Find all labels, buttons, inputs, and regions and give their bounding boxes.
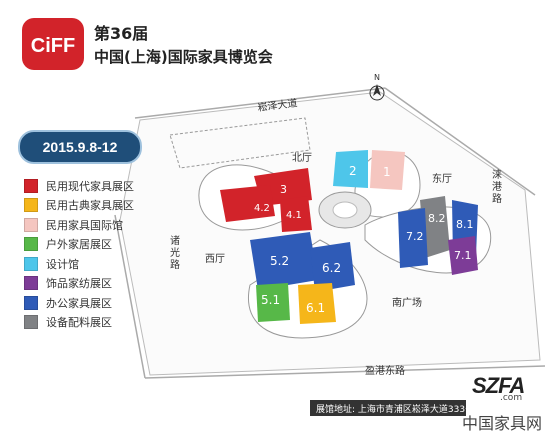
title-event: 中国(上海)国际家具博览会: [94, 48, 273, 66]
hall-label-1: 1: [383, 165, 391, 179]
legend-swatch: [24, 178, 38, 193]
legend-swatch: [24, 217, 38, 232]
legend: 民用现代家具展区 民用古典家具展区 民用家具国际馆 户外家居展区 设计馆 饰品家…: [24, 176, 184, 332]
lobby-south: 南广场: [392, 296, 422, 309]
hall-4-2: [220, 185, 275, 222]
hall-2: [333, 150, 368, 188]
hall-label-6-1: 6.1: [306, 301, 325, 315]
legend-item: 办公家具展区: [24, 293, 184, 313]
grounds-outline: [119, 91, 541, 376]
compass-north-label: N: [374, 73, 380, 82]
hall-label-4-1: 4.1: [286, 210, 302, 221]
legend-label: 设计馆: [46, 257, 79, 271]
legend-label: 办公家具展区: [46, 296, 112, 310]
legend-item: 饰品家纺展区: [24, 274, 184, 294]
hall-label-4-2: 4.2: [254, 203, 270, 214]
lobby-west: 西厅: [205, 254, 225, 265]
hall-label-3: 3: [280, 183, 287, 196]
legend-label: 民用古典家具展区: [46, 199, 134, 213]
legend-swatch: [24, 315, 38, 330]
road-line-bottom: [144, 365, 546, 379]
legend-label: 饰品家纺展区: [46, 277, 112, 291]
hall-label-6-2: 6.2: [322, 261, 341, 275]
hall-7-2: [398, 208, 428, 268]
legend-label: 户外家居展区: [46, 238, 112, 252]
hall-7-1: [448, 236, 478, 275]
legend-item: 民用现代家具展区: [24, 176, 184, 196]
hall-label-8-1: 8.1: [456, 218, 474, 231]
hall-label-5-2: 5.2: [270, 254, 289, 268]
hall-8-2: [420, 196, 450, 258]
compass-arrow-icon: [373, 84, 381, 96]
road-label-left: 诸光路: [170, 236, 180, 271]
hall-label-5-1: 5.1: [261, 293, 280, 307]
ciff-logo: CiFF: [22, 18, 84, 70]
venue-address: 展馆地址: 上海市青浦区崧泽大道333号: [310, 400, 466, 416]
legend-item: 户外家居展区: [24, 235, 184, 255]
legend-swatch: [24, 276, 38, 291]
hall-5-1: [256, 283, 290, 322]
hall-6-2: [310, 242, 355, 292]
hall-5-2: [250, 232, 318, 290]
hall-label-8-2: 8.2: [428, 212, 446, 225]
hall-1: [370, 150, 405, 190]
road-label-right: 涞港路: [492, 170, 502, 205]
legend-label: 民用现代家具展区: [46, 179, 134, 193]
szfa-watermark-sub: .com: [500, 393, 523, 403]
svg-text:CiFF: CiFF: [31, 35, 75, 57]
legend-label: 设备配料展区: [46, 316, 112, 330]
legend-swatch: [24, 237, 38, 252]
road-line-right: [384, 87, 536, 196]
legend-swatch: [24, 295, 38, 310]
parking-area: [169, 117, 311, 169]
road-line-left: [114, 214, 146, 379]
hall-4-1: [280, 196, 312, 232]
legend-swatch: [24, 256, 38, 271]
hall-6-1: [298, 283, 336, 324]
hall-label-7-2: 7.2: [406, 230, 424, 243]
lobby-north: 北厅: [292, 152, 312, 164]
legend-item: 设备配料展区: [24, 313, 184, 333]
central-ring-core: [332, 201, 358, 219]
szfa-watermark-cn: 中国家具网: [462, 414, 543, 433]
legend-swatch: [24, 198, 38, 213]
hall-label-2: 2: [349, 164, 357, 178]
road-line-top: [134, 87, 386, 119]
legend-item: 民用家具国际馆: [24, 215, 184, 235]
legend-item: 设计馆: [24, 254, 184, 274]
header: CiFF 第36届 中国(上海)国际家具博览会: [22, 18, 342, 78]
date-badge: 2015.9.8-12: [18, 130, 142, 164]
legend-label: 民用家具国际馆: [46, 218, 123, 232]
hall-label-7-1: 7.1: [454, 249, 472, 262]
legend-item: 民用古典家具展区: [24, 196, 184, 216]
szfa-watermark: SZFA: [472, 373, 525, 398]
lobby-east: 东厅: [432, 172, 452, 185]
road-label-bottom: 盈港东路: [365, 364, 405, 377]
title-edition: 第36届: [94, 24, 149, 43]
